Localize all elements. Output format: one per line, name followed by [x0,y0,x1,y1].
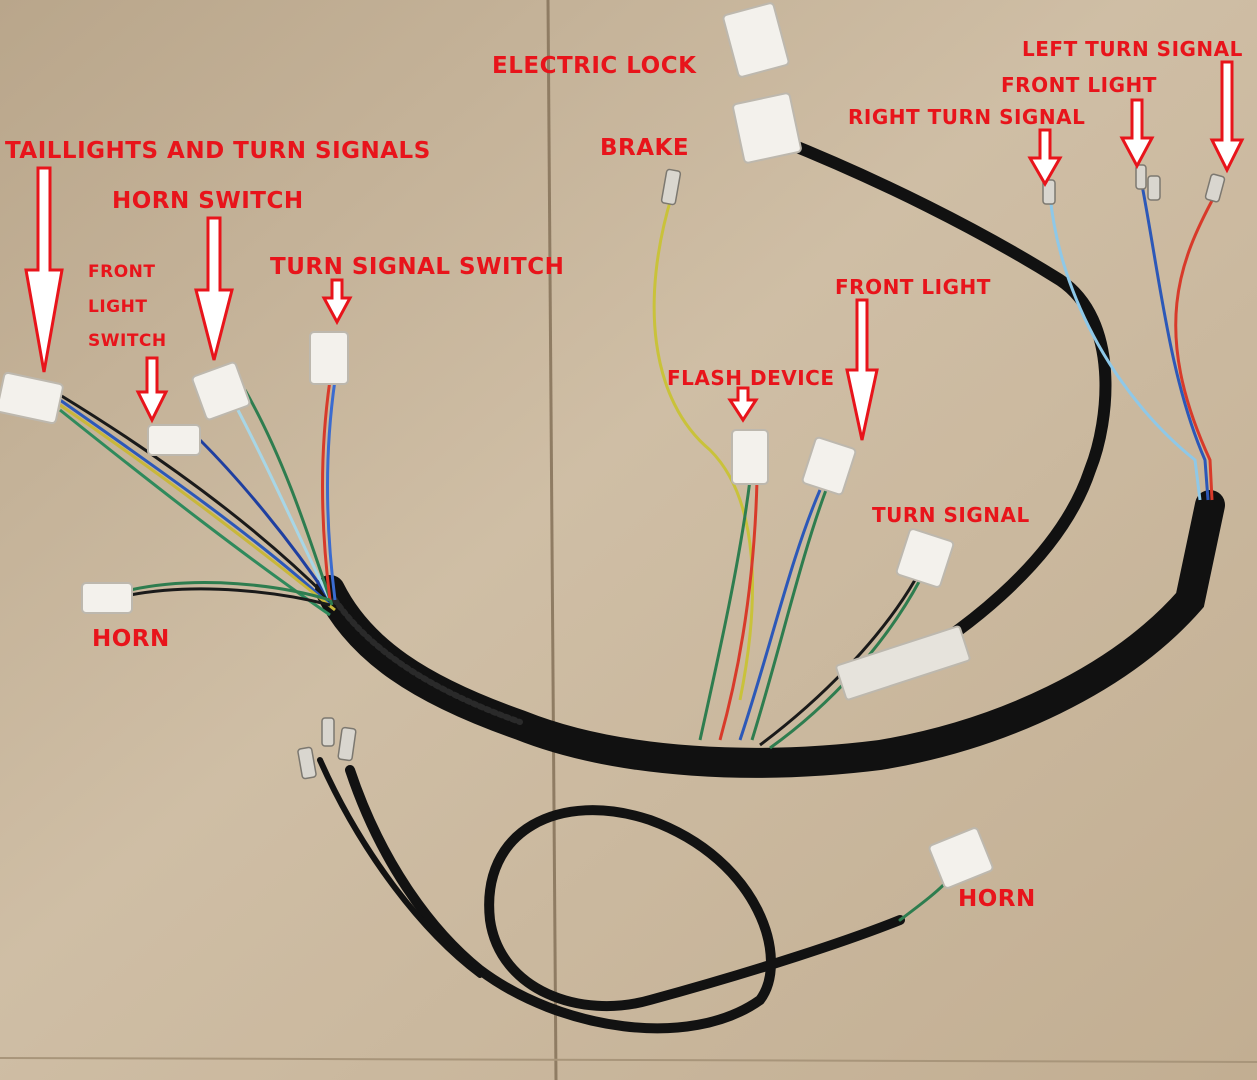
label-front-light-switch-line2: LIGHT [88,297,148,317]
arrow-taillights [24,166,64,373]
label-flash-device: FLASH DEVICE [667,366,835,390]
arrow-front-light-top [1119,98,1155,170]
cardboard-seam [546,0,558,1080]
arrow-horn-switch [194,216,234,361]
label-front-light-switch-line3: SWITCH [88,331,167,351]
label-horn-bottom: HORN [958,886,1036,912]
label-front-light-mid: FRONT LIGHT [835,275,991,299]
label-front-light-switch-line1: FRONT [88,262,156,282]
label-right-turn-signal: RIGHT TURN SIGNAL [848,105,1086,129]
left-wire-bundle [59,379,337,617]
arrow-turn-signal-switch [321,278,353,326]
label-brake: BRAKE [600,135,690,161]
label-horn-left: HORN [92,626,170,652]
arrow-left-turn-signal [1209,60,1245,174]
label-taillights-and-turn-signals: TAILLIGHTS AND TURN SIGNALS [5,138,431,164]
label-front-light-top: FRONT LIGHT [1001,73,1157,97]
main-harness-sheath [315,134,1225,778]
label-horn-switch: HORN SWITCH [112,188,304,214]
arrow-front-light-mid [845,298,879,441]
cardboard-crease [0,1057,1257,1063]
connectors [0,2,994,889]
arrow-front-light-switch [135,356,169,424]
label-turn-signal-switch: TURN SIGNAL SWITCH [270,254,565,280]
spade-terminals [297,164,1226,780]
label-left-turn-signal: LEFT TURN SIGNAL [1022,37,1243,61]
arrow-right-turn-signal [1027,128,1063,188]
pointer-arrows [24,60,1245,441]
label-turn-signal: TURN SIGNAL [872,503,1030,527]
arrow-flash-device [727,386,759,423]
label-electric-lock: ELECTRIC LOCK [492,53,697,79]
